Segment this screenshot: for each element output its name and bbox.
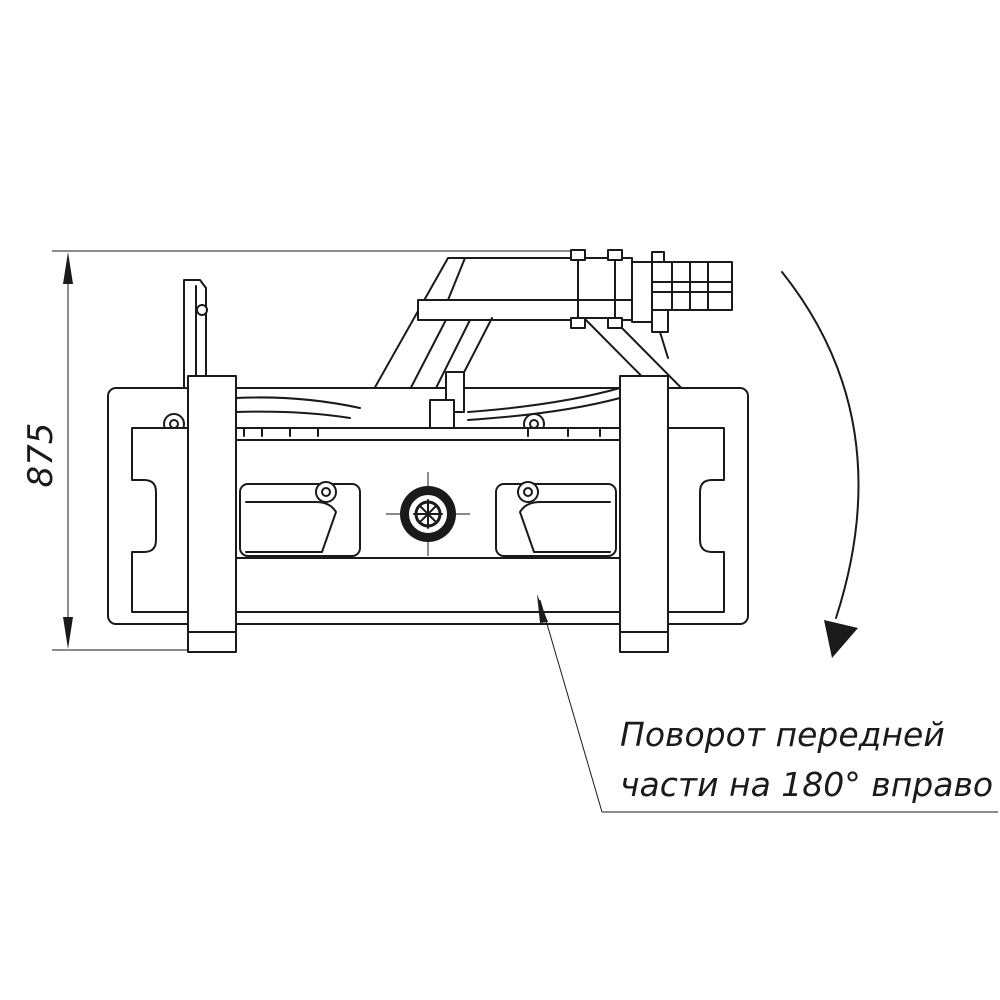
frame-edge <box>429 319 471 401</box>
post-foot <box>187 631 237 653</box>
bracket-nut <box>651 251 665 263</box>
center-block <box>429 399 455 429</box>
leader-arrow-icon <box>537 594 548 623</box>
right-post <box>619 375 669 653</box>
rotation-arc <box>781 271 860 619</box>
guide-rail-right <box>467 387 621 413</box>
bracket-chain <box>659 331 669 359</box>
rotation-hub <box>386 472 470 556</box>
left-window <box>239 481 361 557</box>
dimension-value: 875 <box>21 423 61 488</box>
guide-rail-right-inner <box>467 397 621 421</box>
post-foot <box>619 631 669 653</box>
post-body <box>619 375 669 633</box>
bolt-head <box>607 249 623 261</box>
window-outline <box>239 483 361 557</box>
left-post <box>187 375 237 653</box>
callout: Поворот передней части на 180° вправо <box>537 594 998 813</box>
hub-spokes <box>413 499 443 529</box>
left-upright-plate <box>183 279 208 389</box>
bolt-head <box>570 249 586 261</box>
arrow-down-icon <box>63 617 73 649</box>
rotation-arrow <box>781 271 860 658</box>
pivot-right-center <box>529 419 539 429</box>
window-bolt-center <box>321 487 331 497</box>
height-dimension: 875 <box>21 250 570 651</box>
guide-rail-left <box>235 396 361 409</box>
window-outline <box>495 483 617 557</box>
post-body <box>187 375 237 633</box>
a-frame <box>351 249 719 429</box>
bracket-plate <box>631 261 653 323</box>
top-link-bracket <box>631 251 733 359</box>
pivot-left-center <box>169 419 179 429</box>
a-frame-top-plate <box>447 257 633 301</box>
bracket-lower-lug <box>651 309 669 333</box>
frame-ticks <box>243 427 601 437</box>
bolt-nut <box>607 317 623 329</box>
right-window <box>495 481 617 557</box>
bolt-nut <box>570 317 586 329</box>
guide-rail-left-inner <box>235 410 351 419</box>
note-line-2: части на 180° вправо <box>620 765 993 804</box>
arrow-head-icon <box>824 620 858 658</box>
window-inner <box>519 501 611 553</box>
upright-hole <box>196 304 208 316</box>
leader-line <box>539 599 603 813</box>
window-inner <box>245 501 337 553</box>
note-line-1: Поворот передней <box>620 715 945 754</box>
arrow-up-icon <box>63 252 73 284</box>
window-bolt-center <box>523 487 533 497</box>
bracket-yoke <box>651 261 733 311</box>
